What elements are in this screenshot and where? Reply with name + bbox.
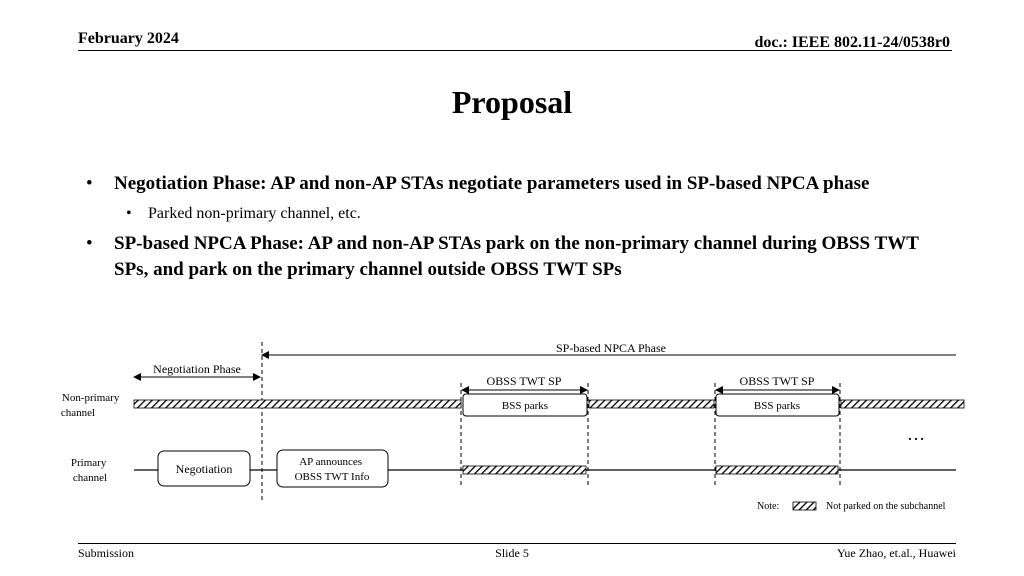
bss-parks-box-2 <box>715 393 840 417</box>
bullet-text: Negotiation Phase: AP and non-AP STAs ne… <box>114 173 870 194</box>
bss-parks-box-1 <box>462 393 588 417</box>
note-text: Not parked on the subchannel <box>826 501 946 512</box>
negotiation-box-label: Negotiation <box>176 462 233 476</box>
note-label: Note: <box>757 501 779 512</box>
bullet-negotiation-phase: • Negotiation Phase: AP and non-AP STAs … <box>86 171 926 197</box>
non-primary-hatched-segment-3 <box>840 399 965 409</box>
bss-parks-label-2: BSS parks <box>754 400 800 412</box>
slide-title: Proposal <box>451 84 573 120</box>
primary-hatched-segment-2 <box>715 465 839 475</box>
non-primary-hatched-segment-1 <box>133 399 462 409</box>
bullet-list: • Negotiation Phase: AP and non-AP STAs … <box>86 171 926 283</box>
ap-announces-label: AP announces OBSS TWT Info <box>295 456 370 483</box>
negotiation-phase-label: Negotiation Phase <box>153 362 241 376</box>
note-hatch-swatch <box>792 501 817 511</box>
header-divider <box>78 50 952 51</box>
bullet-marker: • <box>126 205 132 222</box>
bullet-text: SP-based NPCA Phase: AP and non-AP STAs … <box>114 233 919 280</box>
obss-twt-sp-label-2: OBSS TWT SP <box>740 374 815 388</box>
footer-divider <box>78 543 956 544</box>
header-doc-id: doc.: IEEE 802.11-24/0538r0 <box>754 34 950 51</box>
footer-authors: Yue Zhao, et.al., Huawei <box>837 546 956 560</box>
bullet-text: Parked non-primary channel, etc. <box>148 205 361 222</box>
footer-slide-number: Slide 5 <box>495 546 529 560</box>
bullet-npca-phase: • SP-based NPCA Phase: AP and non-AP STA… <box>86 231 926 283</box>
footer-submission: Submission <box>78 546 135 560</box>
bullet-marker: • <box>86 233 93 254</box>
non-primary-hatched-segment-2 <box>588 399 715 409</box>
negotiation-box <box>157 450 251 487</box>
bullet-marker: • <box>86 173 93 194</box>
bss-parks-label-1: BSS parks <box>502 400 548 412</box>
primary-channel-label: Primary channel <box>71 457 109 484</box>
non-primary-channel-label: Non-primary channel <box>61 392 122 419</box>
ellipsis: … <box>907 424 925 444</box>
ap-announces-box <box>276 449 389 488</box>
npca-phase-label: SP-based NPCA Phase <box>556 341 666 355</box>
header-date: February 2024 <box>78 30 179 47</box>
obss-twt-sp-label-1: OBSS TWT SP <box>487 374 562 388</box>
sub-bullet-parked-channel: • Parked non-primary channel, etc. <box>126 203 926 225</box>
primary-hatched-segment-1 <box>462 465 587 475</box>
